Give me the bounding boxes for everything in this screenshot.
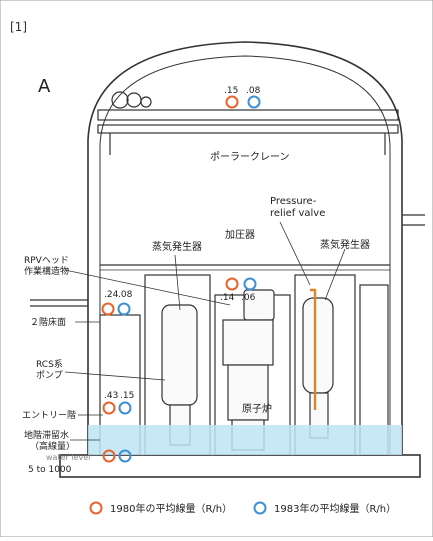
crane-rail-lower [97, 124, 399, 134]
marker-1980-reactor [225, 277, 239, 291]
label-second-floor: ２階床面 [30, 316, 66, 328]
dose-1983-reactor: .06 [241, 293, 256, 303]
marker-1980-entry [102, 401, 116, 415]
dose-1983-dome: .08 [246, 86, 261, 96]
crane-rail-upper [97, 109, 399, 121]
marker-1983-entry [118, 401, 132, 415]
crane-pulley-3 [140, 96, 152, 108]
polar-crane [97, 91, 399, 155]
marker-1983-second-floor [117, 302, 131, 316]
label-reactor: 原子炉 [242, 403, 272, 415]
label-polar-crane: ポーラークレーン [210, 151, 290, 163]
dose-1980-entry: .43 [104, 391, 118, 401]
legend-label-1980: 1980年の平均線量（R/h） [110, 502, 232, 515]
label-rpv-head-2: 作業構造物 [24, 265, 69, 277]
label-rcs-pump-1: RCS系 [36, 359, 63, 370]
leader-rpv-head [64, 269, 231, 306]
label-basement-water-2: （高線量） [30, 440, 75, 452]
panel-letter: A [38, 76, 51, 97]
leader-rcs-pump [64, 371, 166, 381]
label-pressure-relief-1: Pressure- [270, 196, 317, 207]
label-rcs-pump-2: ポンプ [36, 370, 63, 381]
dose-1983-entry: .15 [120, 391, 134, 401]
containment-inner-wall [99, 55, 391, 455]
marker-1980-second-floor [101, 302, 115, 316]
marker-1980-basement [102, 449, 116, 463]
label-range: 5 to 1000 [28, 465, 72, 475]
leader-lines [64, 221, 346, 441]
legend-marker-1980 [89, 501, 103, 515]
leader-sg-left [174, 254, 181, 311]
marker-1980-dome [225, 95, 239, 109]
label-pressurizer: 加圧器 [225, 229, 255, 241]
leader-sg-right [324, 248, 346, 301]
marker-1983-reactor [243, 277, 257, 291]
figure-ref: [1] [10, 20, 27, 34]
dose-1980-dome: .15 [224, 86, 238, 96]
marker-1983-dome [247, 95, 261, 109]
legend: 1980年の平均線量（R/h） 1983年の平均線量（R/h） [89, 501, 396, 515]
label-sg-left: 蒸気発生器 [152, 240, 202, 253]
dose-1980-second-floor: .24 [104, 290, 119, 300]
containment-outer-wall [87, 41, 403, 455]
legend-label-1983: 1983年の平均線量（R/h） [274, 502, 396, 515]
relief-valve-pipe [310, 288, 317, 410]
basement-water [88, 425, 402, 455]
crane-pulley-1 [111, 91, 129, 109]
label-pressure-relief-2: relief valve [270, 208, 325, 219]
label-rpv-head-1: RPVヘッド [24, 256, 69, 266]
label-entry-floor: エントリー階 [22, 410, 76, 421]
label-basement-water-1: 地階滞留水 [24, 429, 69, 441]
label-water-level: water level [46, 453, 90, 462]
leader-relief-valve [279, 221, 311, 286]
label-sg-right: 蒸気発生器 [320, 238, 370, 251]
legend-marker-1983 [253, 501, 267, 515]
dose-1980-reactor: .14 [220, 293, 235, 303]
dose-1983-second-floor: .08 [118, 290, 133, 300]
marker-1983-basement [118, 449, 132, 463]
